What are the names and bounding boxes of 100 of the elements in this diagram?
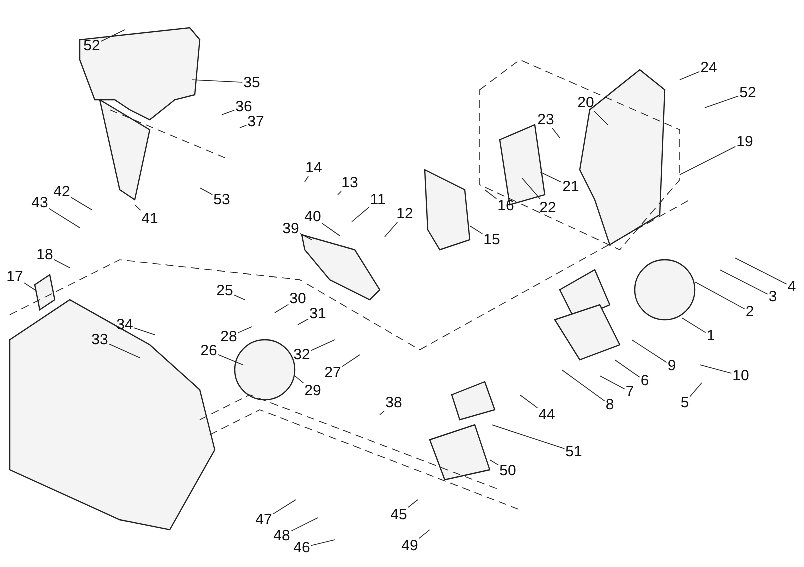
leader-line xyxy=(290,518,318,532)
callout-number: 6 xyxy=(640,374,650,388)
callout-number: 20 xyxy=(578,96,594,110)
leader-line xyxy=(342,354,360,368)
leader-line xyxy=(300,234,312,240)
leader-line xyxy=(408,500,418,508)
callout-number: 32 xyxy=(294,348,310,362)
callout-number: 31 xyxy=(310,306,326,322)
leader-line xyxy=(54,259,70,268)
leader-line xyxy=(680,71,700,80)
leader-line xyxy=(48,208,80,228)
leader-line xyxy=(234,294,246,300)
leader-line xyxy=(704,96,740,108)
callout-number: 49 xyxy=(402,538,418,554)
leader-line xyxy=(294,376,304,384)
callout-number: 40 xyxy=(304,210,322,224)
leader-line xyxy=(108,344,140,358)
leader-line xyxy=(310,540,336,546)
leader-line xyxy=(734,258,788,285)
callout-number: 11 xyxy=(370,192,386,208)
leader-line xyxy=(380,410,386,416)
callout-number: 23 xyxy=(538,112,554,128)
callout-number: 44 xyxy=(538,408,556,422)
leader-line xyxy=(352,207,370,222)
callout-number: 18 xyxy=(36,248,54,262)
callout-number: 41 xyxy=(142,212,158,226)
leader-line xyxy=(484,190,498,200)
leader-line xyxy=(192,80,244,83)
leader-line xyxy=(70,197,92,210)
callout-number: 7 xyxy=(626,384,634,400)
callout-number: 30 xyxy=(290,292,306,306)
callout-number: 34 xyxy=(116,318,134,332)
leader-line xyxy=(338,191,342,196)
leader-line xyxy=(470,226,484,234)
leader-line xyxy=(24,282,36,290)
callout-number: 16 xyxy=(498,198,514,214)
callout-number: 8 xyxy=(606,398,614,412)
callout-number: 12 xyxy=(396,206,414,222)
leader-line xyxy=(520,394,538,408)
leader-line xyxy=(552,128,560,138)
leader-line xyxy=(490,460,500,466)
callout-number: 51 xyxy=(566,444,582,460)
callout-number: 3 xyxy=(768,290,778,304)
leader-line xyxy=(100,30,126,42)
callout-number: 26 xyxy=(200,344,218,358)
leader-line xyxy=(540,172,562,183)
callout-number: 10 xyxy=(732,368,750,384)
callout-number: 33 xyxy=(92,332,108,348)
callout-number: 52 xyxy=(740,86,756,100)
leader-line xyxy=(304,176,309,182)
callout-number: 47 xyxy=(256,512,272,528)
callout-number: 22 xyxy=(540,200,556,216)
leader-line xyxy=(614,360,640,378)
leader-line xyxy=(272,500,296,515)
leader-line xyxy=(274,304,290,314)
leader-line xyxy=(238,326,252,334)
leader-line xyxy=(298,318,310,326)
callout-number: 17 xyxy=(6,270,24,284)
leader-line xyxy=(680,146,736,176)
callout-number: 15 xyxy=(484,232,500,248)
callout-number: 25 xyxy=(216,284,234,298)
callout-number: 9 xyxy=(668,358,676,374)
callout-number: 48 xyxy=(274,528,290,544)
callout-number: 19 xyxy=(736,134,754,150)
leader-line xyxy=(218,354,244,366)
leader-line xyxy=(418,530,430,539)
leader-line xyxy=(690,382,702,398)
leader-line xyxy=(632,340,668,364)
callout-number: 42 xyxy=(54,184,70,200)
callout-number: 53 xyxy=(214,192,230,208)
callout-number: 14 xyxy=(306,160,322,176)
leader-line xyxy=(240,125,248,128)
callout-number: 21 xyxy=(562,180,580,194)
leader-line xyxy=(700,364,732,374)
callout-number: 52 xyxy=(84,38,100,54)
callout-number: 35 xyxy=(244,76,260,90)
callout-number: 45 xyxy=(390,508,408,522)
leader-line xyxy=(222,110,236,116)
leader-line xyxy=(600,376,626,390)
leader-line xyxy=(694,282,746,310)
callout-number: 5 xyxy=(680,396,690,410)
callout-number: 1 xyxy=(706,328,716,344)
leader-line xyxy=(134,328,156,336)
callout-number: 39 xyxy=(282,222,300,236)
callout-number: 2 xyxy=(746,304,754,320)
leader-line xyxy=(134,204,142,211)
leader-line xyxy=(594,111,608,126)
callout-number: 36 xyxy=(236,100,252,114)
callout-number: 24 xyxy=(700,60,718,76)
leader-line xyxy=(562,370,606,402)
callout-number: 27 xyxy=(324,366,342,380)
callout-number: 28 xyxy=(220,330,238,344)
callout-number: 46 xyxy=(294,540,310,556)
leader-line xyxy=(492,424,566,450)
callout-number: 37 xyxy=(248,114,264,130)
callout-number: 13 xyxy=(342,176,358,190)
callout-number: 43 xyxy=(32,196,48,210)
leader-line xyxy=(682,318,706,334)
callout-number: 4 xyxy=(788,280,796,294)
callout-number: 50 xyxy=(500,464,516,478)
